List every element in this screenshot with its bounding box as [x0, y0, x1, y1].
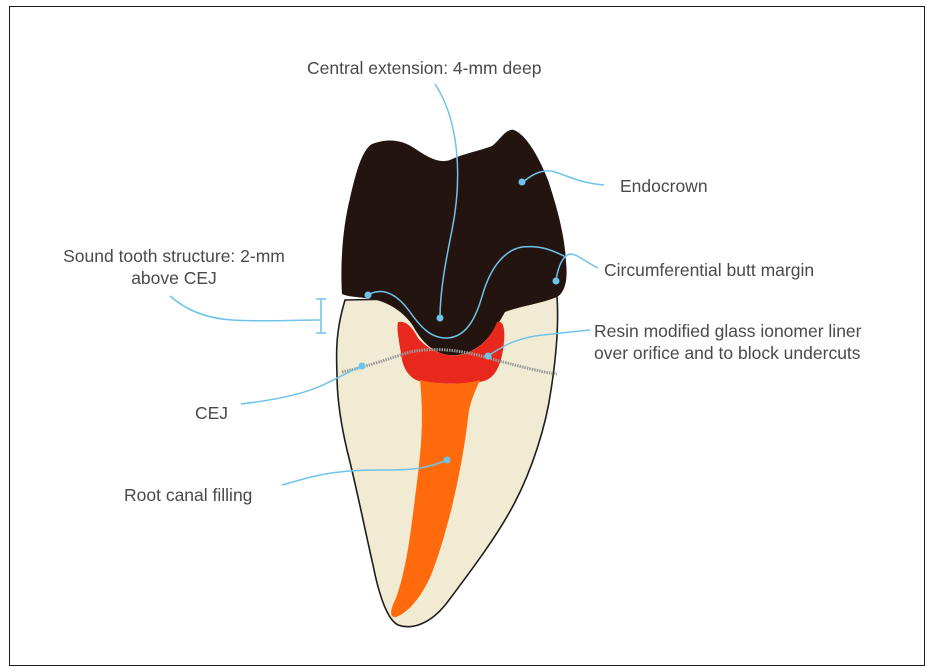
- leader-sound-tooth: [170, 296, 320, 321]
- two-mm-bracket: [316, 299, 326, 333]
- dot-cej: [359, 363, 366, 370]
- dot-circumferential-margin: [553, 278, 560, 285]
- label-sound-tooth-line2: above CEJ: [38, 267, 310, 289]
- label-resin-liner: Resin modified glass ionomer liner over …: [594, 320, 861, 364]
- label-circumferential-margin: Circumferential butt margin: [604, 259, 814, 281]
- dot-endocrown: [519, 179, 526, 186]
- dot-central-extension: [437, 315, 444, 322]
- label-endocrown: Endocrown: [620, 175, 708, 197]
- label-root-canal-filling: Root canal filling: [124, 484, 252, 506]
- label-resin-line2: over orifice and to block undercuts: [594, 342, 861, 364]
- label-sound-tooth-line1: Sound tooth structure: 2-mm: [38, 245, 310, 267]
- label-central-extension: Central extension: 4-mm deep: [307, 57, 541, 79]
- dot-root-canal: [444, 457, 451, 464]
- label-resin-line1: Resin modified glass ionomer liner: [594, 320, 861, 342]
- dot-central-cavity: [365, 292, 372, 299]
- dot-resin-liner: [485, 353, 492, 360]
- label-sound-tooth-structure: Sound tooth structure: 2-mm above CEJ: [38, 245, 310, 289]
- label-cej: CEJ: [195, 402, 228, 424]
